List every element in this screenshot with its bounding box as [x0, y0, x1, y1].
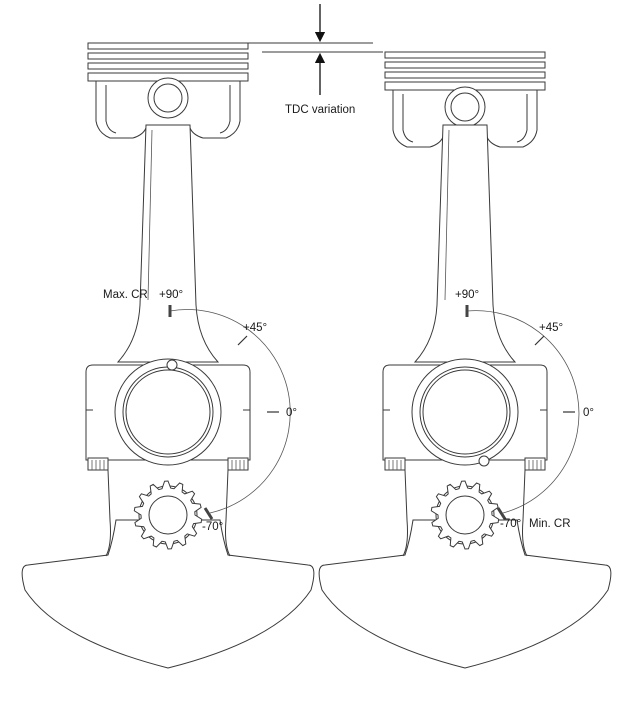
left-gear: [133, 480, 203, 550]
right-angle-arc: [466, 310, 580, 514]
right-label-plus45: +45°: [539, 322, 563, 334]
gear-hub: [445, 495, 485, 535]
tdc-label: TDC variation: [285, 104, 355, 116]
right-label-zero: 0°: [583, 407, 594, 419]
left-marker-minus70: [203, 507, 214, 520]
right-marker-minus70: [496, 507, 507, 520]
left-state-label: Max. CR: [103, 289, 148, 301]
right-conrod-assembly: [318, 124, 612, 669]
left-piston: [87, 42, 249, 139]
right-label-plus90: +90°: [455, 289, 479, 301]
left-conrod-assembly: [21, 124, 315, 669]
left-mechanism: Max. CR +90° +45° 0° -70°: [21, 42, 315, 669]
left-label-zero: 0°: [286, 407, 297, 419]
right-tick-plus45: [534, 335, 545, 346]
left-label-minus70: -70°: [202, 521, 223, 533]
right-mechanism: +90° +45° 0° -70° Min. CR: [318, 51, 612, 669]
gear-teeth: [133, 480, 203, 550]
gear-teeth: [430, 480, 500, 550]
left-tick-plus45: [237, 335, 248, 346]
right-eccentric-pin: [478, 455, 490, 467]
right-label-minus70: -70°: [500, 518, 521, 530]
right-state-label: Min. CR: [529, 518, 571, 530]
right-gear: [430, 480, 500, 550]
left-label-plus45: +45°: [243, 322, 267, 334]
left-eccentric-pin: [166, 359, 178, 371]
left-angle-arc: [169, 309, 291, 514]
tdc-indicator: TDC variation: [248, 4, 383, 116]
left-label-plus90: +90°: [159, 289, 183, 301]
gear-hub: [148, 495, 188, 535]
